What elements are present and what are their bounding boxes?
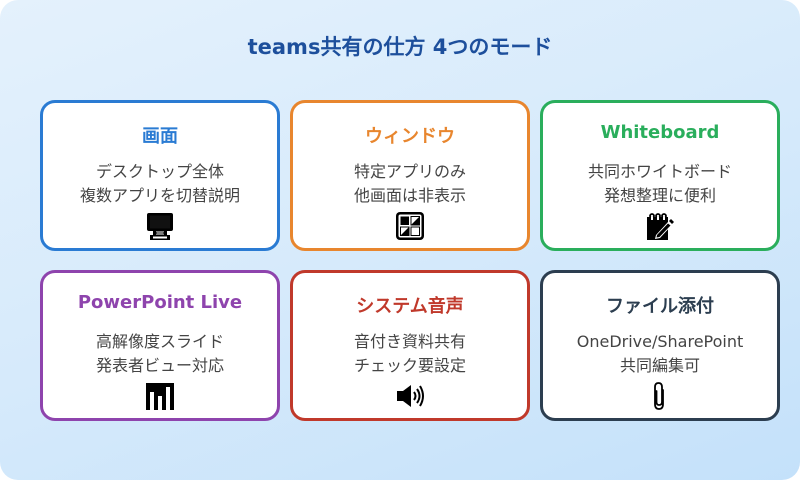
card-window: ウィンドウ 特定アプリのみ 他画面は非表示: [290, 100, 530, 251]
card-title: PowerPoint Live: [77, 292, 243, 313]
paperclip-icon: [644, 380, 676, 412]
window-grid-icon: [394, 210, 426, 242]
card-desc-line: 発想整理に便利: [603, 186, 716, 205]
card-title: 画面: [142, 126, 178, 147]
card-description: OneDrive/SharePoint 共同編集可: [543, 330, 777, 378]
card-system-audio: システム音声 音付き資料共有 チェック要設定: [290, 270, 530, 421]
card-desc-line: 特定アプリのみ: [353, 162, 466, 181]
card-title: Whiteboard: [600, 122, 720, 143]
card-description: 特定アプリのみ 他画面は非表示: [293, 160, 527, 208]
card-title: ファイル添付: [606, 296, 714, 317]
card-description: 音付き資料共有 チェック要設定: [293, 330, 527, 378]
card-screen: 画面 デスクトップ全体 複数アプリを切替説明: [40, 100, 280, 251]
card-whiteboard: Whiteboard 共同ホワイトボード 発想整理に便利: [540, 100, 780, 251]
card-title: ウィンドウ: [365, 126, 455, 147]
card-desc-line: 発表者ビュー対応: [95, 356, 224, 375]
card-desc-line: チェック要設定: [353, 356, 466, 375]
speaker-icon: [394, 380, 426, 412]
card-file-attachment: ファイル添付 OneDrive/SharePoint 共同編集可: [540, 270, 780, 421]
card-desc-line: 高解像度スライド: [95, 332, 224, 351]
card-description: 高解像度スライド 発表者ビュー対応: [43, 330, 277, 378]
card-powerpoint-live: PowerPoint Live 高解像度スライド 発表者ビュー対応: [40, 270, 280, 421]
bar-chart-icon: [144, 380, 176, 412]
card-description: 共同ホワイトボード 発想整理に便利: [543, 160, 777, 208]
card-desc-line: 複数アプリを切替説明: [79, 186, 240, 205]
card-description: デスクトップ全体 複数アプリを切替説明: [43, 160, 277, 208]
card-desc-line: 他画面は非表示: [353, 186, 466, 205]
card-desc-line: 共同ホワイトボード: [587, 162, 732, 181]
monitor-icon: [144, 210, 176, 242]
card-desc-line: 音付き資料共有: [353, 332, 466, 351]
card-title: システム音声: [356, 296, 464, 317]
page-title: teams共有の仕方 4つのモード: [247, 35, 553, 59]
card-desc-line: 共同編集可: [619, 356, 700, 375]
notepad-pen-icon: [644, 210, 676, 242]
card-desc-line: OneDrive/SharePoint: [576, 332, 744, 351]
card-desc-line: デスクトップ全体: [95, 162, 224, 181]
